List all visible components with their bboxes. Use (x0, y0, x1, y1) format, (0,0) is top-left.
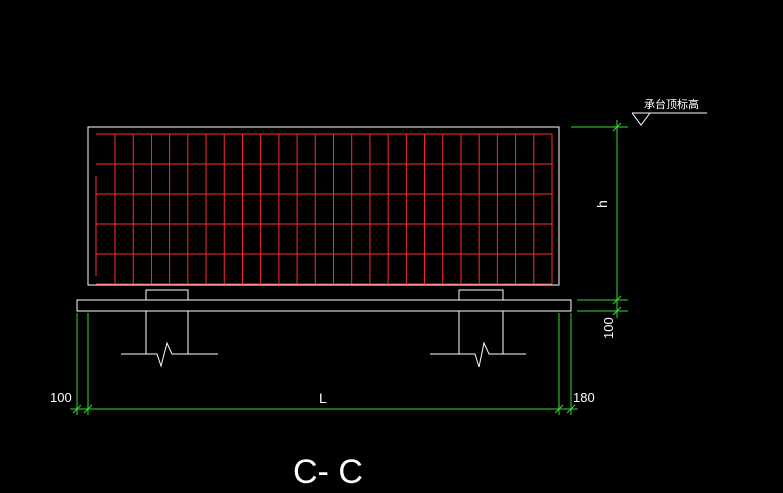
break-line-left (121, 341, 218, 368)
dim-right-offset-label: 180 (573, 390, 595, 405)
section-label: C- C (293, 453, 363, 491)
elevation-label: 承台顶标高 (644, 97, 699, 111)
pile-left (121, 289, 218, 368)
dim-left-offset-label: 100 (50, 390, 72, 405)
vertical-dimension (571, 120, 628, 318)
dim-height-label: h (594, 200, 610, 208)
dim-length-label: L (319, 390, 327, 406)
cushion-layer (76, 299, 572, 312)
elevation-marker: 承台顶标高 (631, 97, 707, 126)
rebar-grid (95, 133, 553, 285)
pile-right (430, 289, 526, 368)
pile-cap-outline (87, 126, 560, 286)
horizontal-dimension (70, 313, 578, 415)
dim-cushion-label: 100 (601, 317, 616, 339)
break-line-right (430, 341, 526, 368)
